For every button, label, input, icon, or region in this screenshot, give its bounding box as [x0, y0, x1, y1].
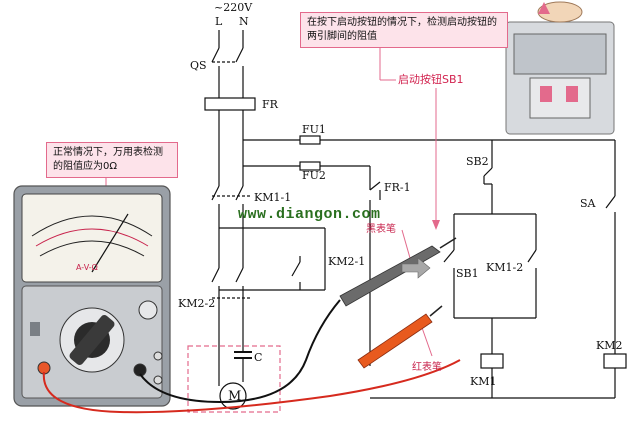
- fu2-label: FU2: [302, 169, 326, 182]
- sa-label: SA: [580, 197, 596, 210]
- km2-1-label: KM2-1: [328, 255, 366, 268]
- line-l-label: L: [215, 15, 223, 28]
- km1-label: KM1: [470, 375, 497, 388]
- red-probe-label: 红表笔: [412, 362, 442, 373]
- supply-voltage-label: ~220V: [214, 1, 253, 14]
- fr1-label: FR-1: [384, 181, 411, 194]
- km2-label: KM2: [596, 339, 623, 352]
- watermark: www.diangon.com: [238, 206, 381, 223]
- multimeter: [13, 185, 171, 407]
- top-callout: 在按下启动按钮的情况下，检测启动按钮的两引脚间的阻值: [300, 12, 508, 48]
- qs-label: QS: [190, 59, 207, 72]
- line-n-label: N: [239, 15, 249, 28]
- fu1-label: FU1: [302, 123, 326, 136]
- meter-callout: 正常情况下，万用表检测的阻值应为0Ω: [46, 142, 178, 178]
- black-probe-label: 黑表笔: [366, 224, 396, 235]
- sb2-label: SB2: [466, 155, 489, 168]
- km1-1-label: KM1-1: [254, 191, 292, 204]
- capacitor-label: C: [254, 351, 263, 364]
- fr-label: FR: [262, 98, 278, 111]
- km1-2-label: KM1-2: [486, 261, 524, 274]
- sb1-label: SB1: [456, 267, 479, 280]
- start-button-label: 启动按钮SB1: [398, 73, 464, 86]
- motor-label: M: [228, 389, 242, 404]
- km2-2-label: KM2-2: [178, 297, 216, 310]
- button-illustration: [505, 1, 615, 135]
- meter-scale-label: A-V-Ω: [76, 263, 98, 272]
